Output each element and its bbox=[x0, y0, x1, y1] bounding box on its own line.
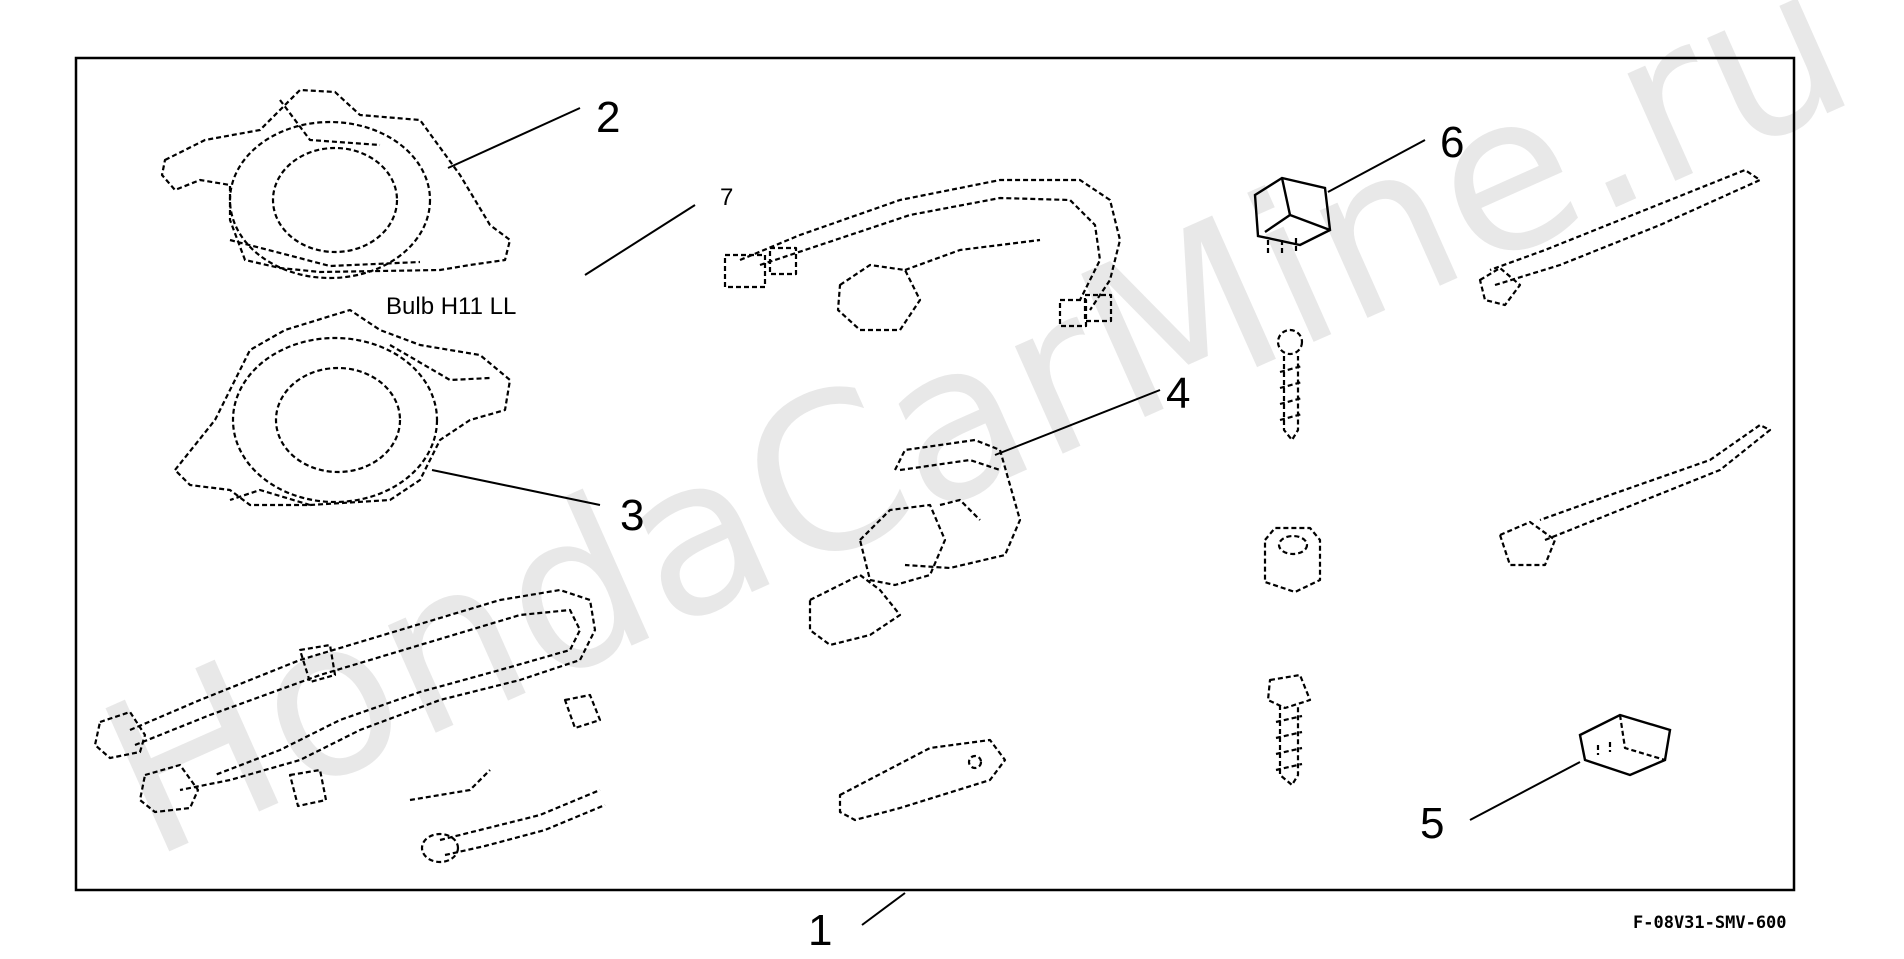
callout-4: 4 bbox=[1166, 369, 1190, 418]
callout-2: 2 bbox=[596, 93, 620, 142]
coupler-connector bbox=[1578, 713, 1672, 777]
illustration-code: F-08V31-SMV-600 bbox=[1633, 913, 1787, 933]
callout-6: 6 bbox=[1440, 118, 1464, 167]
callout-5: 5 bbox=[1420, 799, 1444, 848]
screw-top bbox=[1276, 328, 1304, 442]
leader-line-2 bbox=[447, 107, 581, 169]
leader-line-3 bbox=[431, 469, 601, 506]
leader-line-7 bbox=[584, 204, 696, 276]
fog-light-switch bbox=[808, 438, 1022, 647]
cable-tie-right-middle bbox=[1498, 423, 1772, 567]
relay bbox=[1253, 176, 1332, 255]
clip-nut bbox=[1263, 526, 1322, 594]
main-wire-harness bbox=[93, 588, 602, 814]
leader-line-5 bbox=[1469, 761, 1581, 821]
callout-1: 1 bbox=[808, 906, 832, 955]
cable-tie-right-top bbox=[1478, 168, 1762, 307]
fog-light-left bbox=[160, 88, 512, 280]
fog-light-right bbox=[173, 308, 512, 507]
bolt-bottom bbox=[1266, 673, 1312, 787]
bulb-label: Bulb H11 LL bbox=[386, 293, 516, 320]
callout-3: 3 bbox=[620, 491, 644, 540]
kit-frame bbox=[74, 56, 1796, 892]
bulb-harness bbox=[723, 178, 1122, 332]
leader-line-1 bbox=[861, 892, 906, 926]
leader-line-4 bbox=[994, 389, 1161, 456]
cable-tie-bottom-left bbox=[420, 788, 606, 864]
leader-line-6 bbox=[1327, 139, 1426, 193]
callout-7: 7 bbox=[720, 184, 733, 211]
watermark-text: HondaCarMine.ru bbox=[69, 0, 1884, 907]
bracket-plate bbox=[838, 738, 1007, 822]
